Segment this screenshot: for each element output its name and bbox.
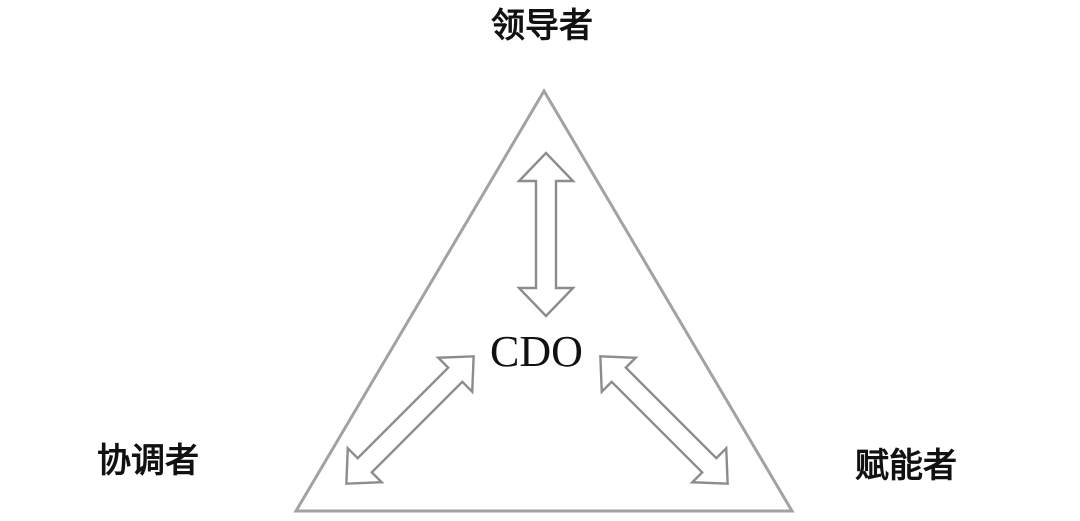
role-label-coordinator: 协调者 — [97, 441, 199, 481]
role-label-leader: 领导者 — [491, 6, 593, 46]
arrow-cdo-enabler — [599, 355, 729, 485]
role-triangle — [293, 88, 795, 513]
arrow-cdo-coordinator — [345, 355, 475, 485]
role-label-enabler: 赋能者 — [855, 446, 957, 486]
arrow-cdo-leader — [516, 151, 576, 318]
center-label-cdo: CDO — [490, 327, 583, 376]
